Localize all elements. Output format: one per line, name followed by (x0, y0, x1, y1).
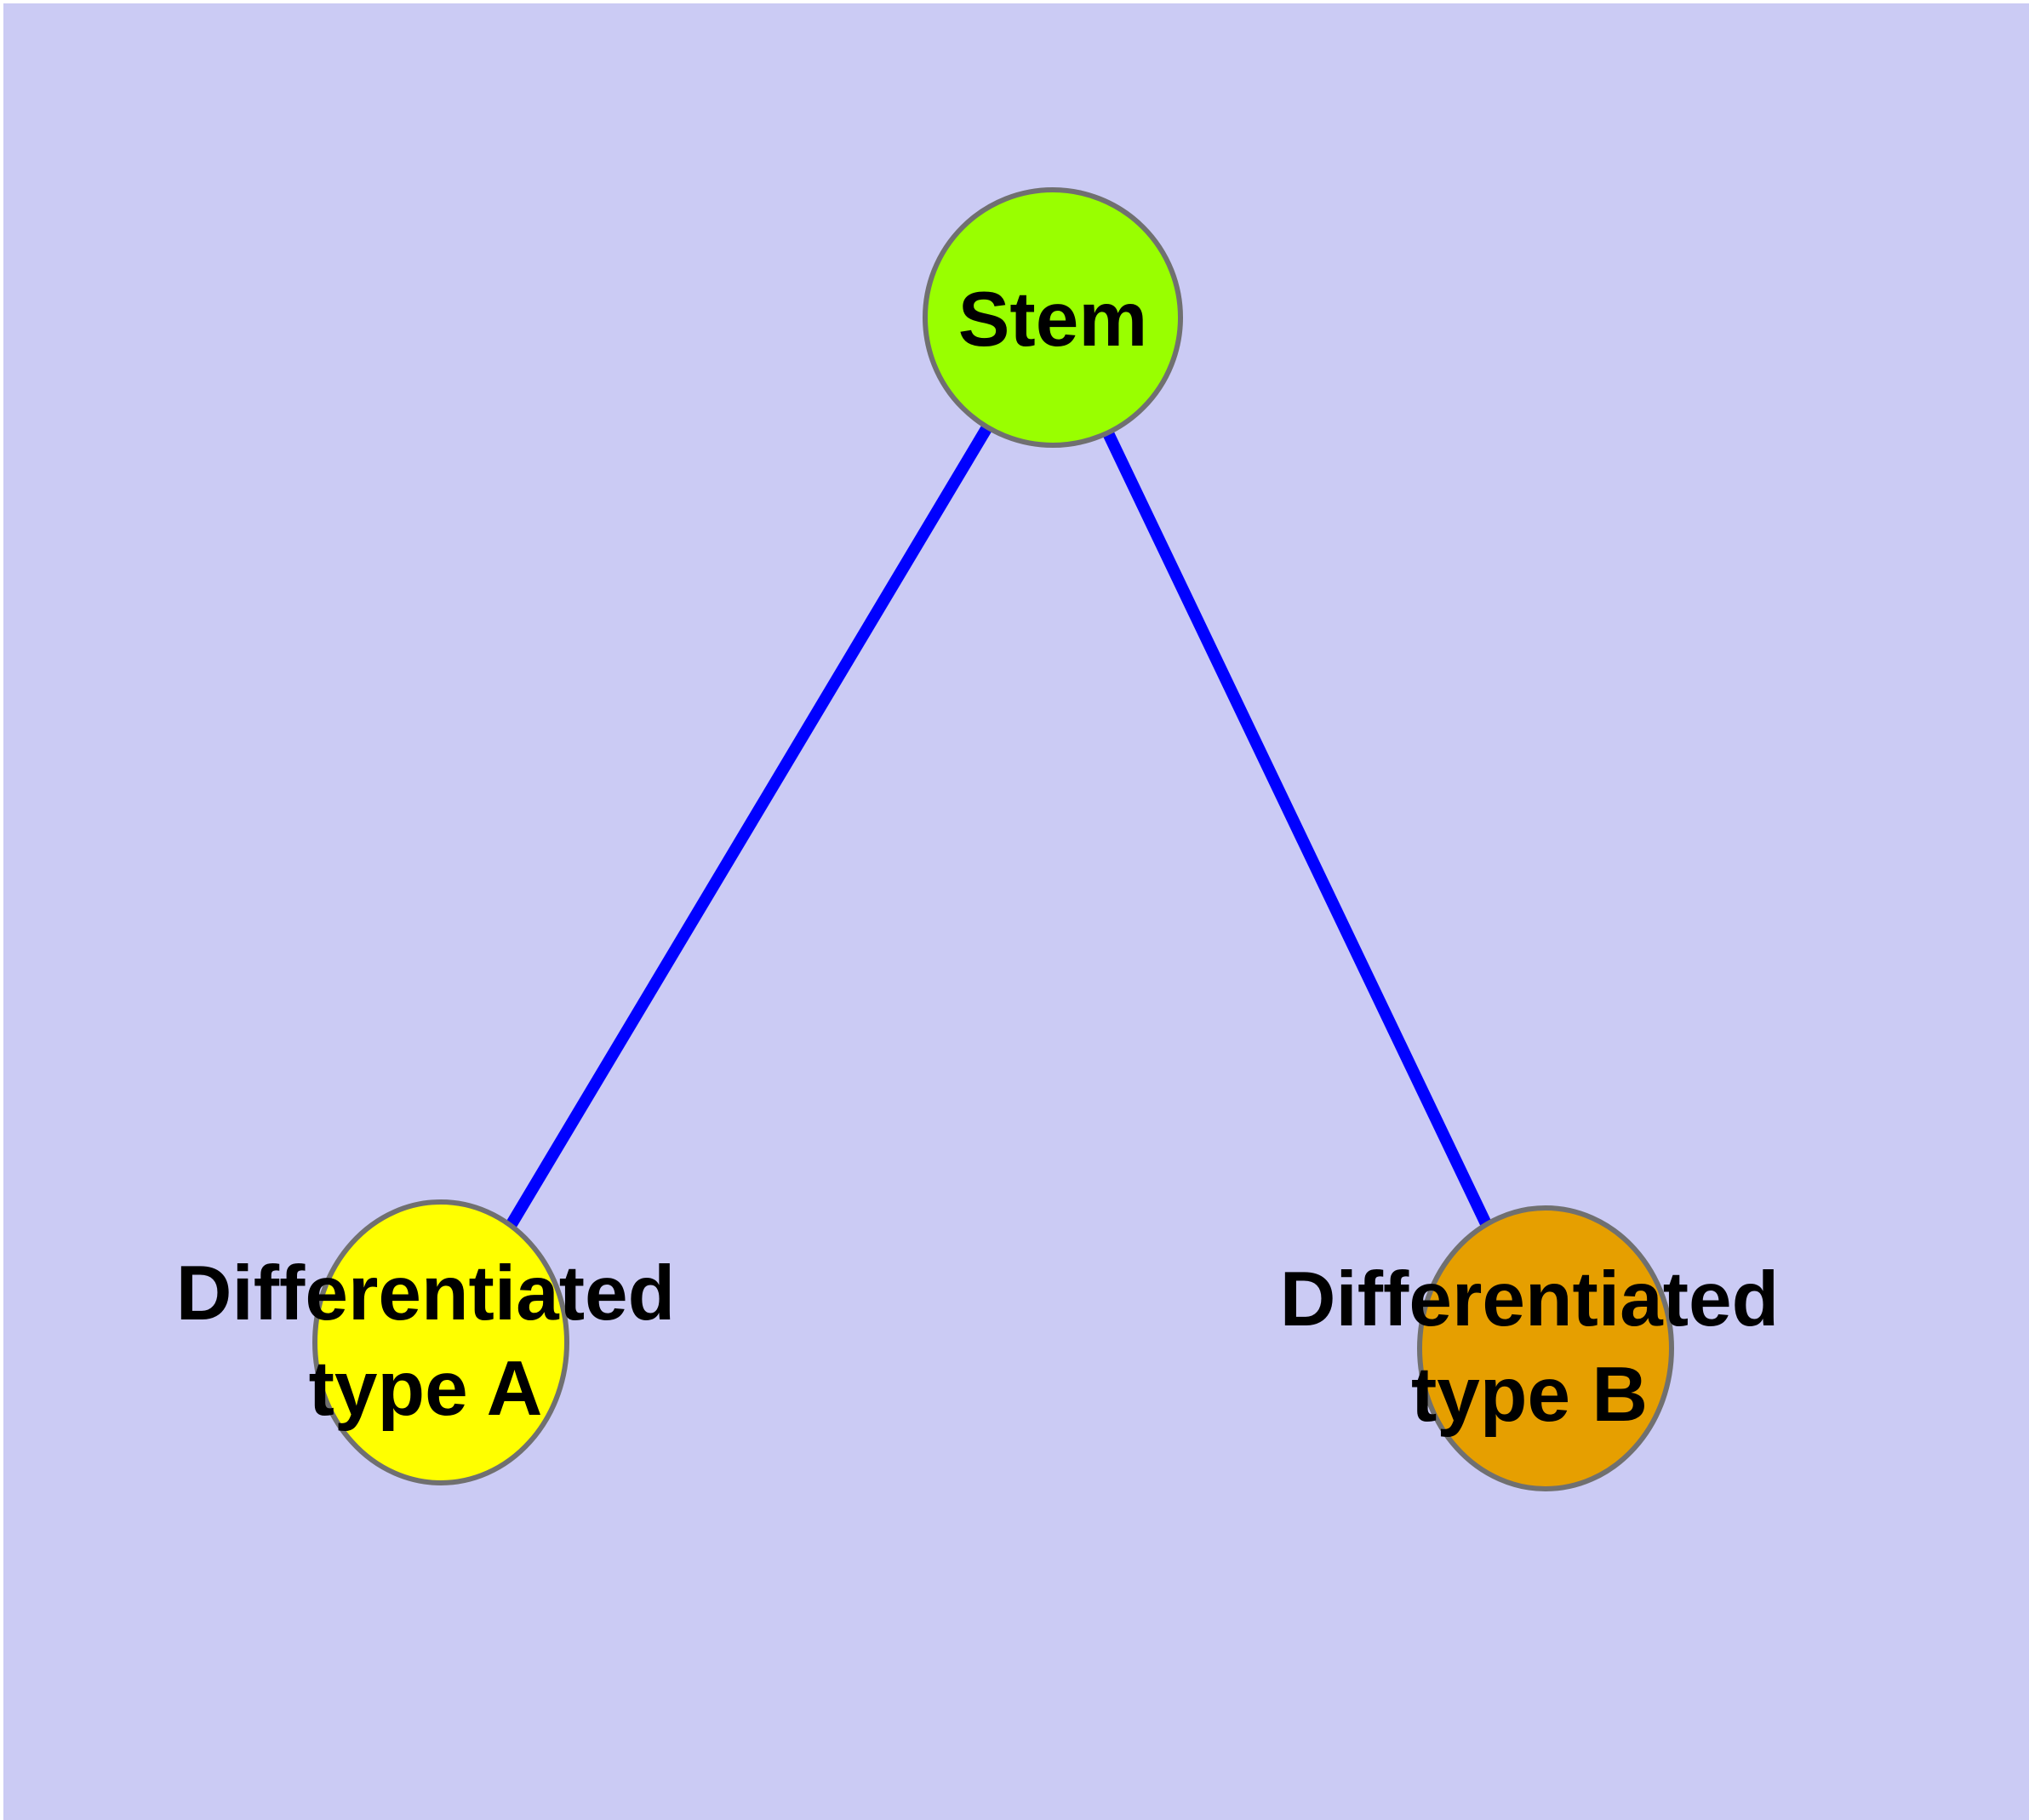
node-differentiated-type-b (1417, 1205, 1674, 1491)
node-type-b-label-line-2: type B (1411, 1352, 1648, 1438)
node-type-b-label-line-1: Differentiated (1280, 1256, 1780, 1342)
edge-stem-to-type-a (435, 314, 1059, 1346)
edge-stem-to-type-b (1047, 314, 1552, 1352)
node-stem-label: Stem (958, 277, 1148, 363)
node-differentiated-type-a (312, 1199, 569, 1485)
node-type-a-label-line-1: Differentiated (176, 1251, 676, 1336)
node-stem (923, 187, 1183, 448)
node-type-a-label-line-2: type A (309, 1346, 543, 1432)
